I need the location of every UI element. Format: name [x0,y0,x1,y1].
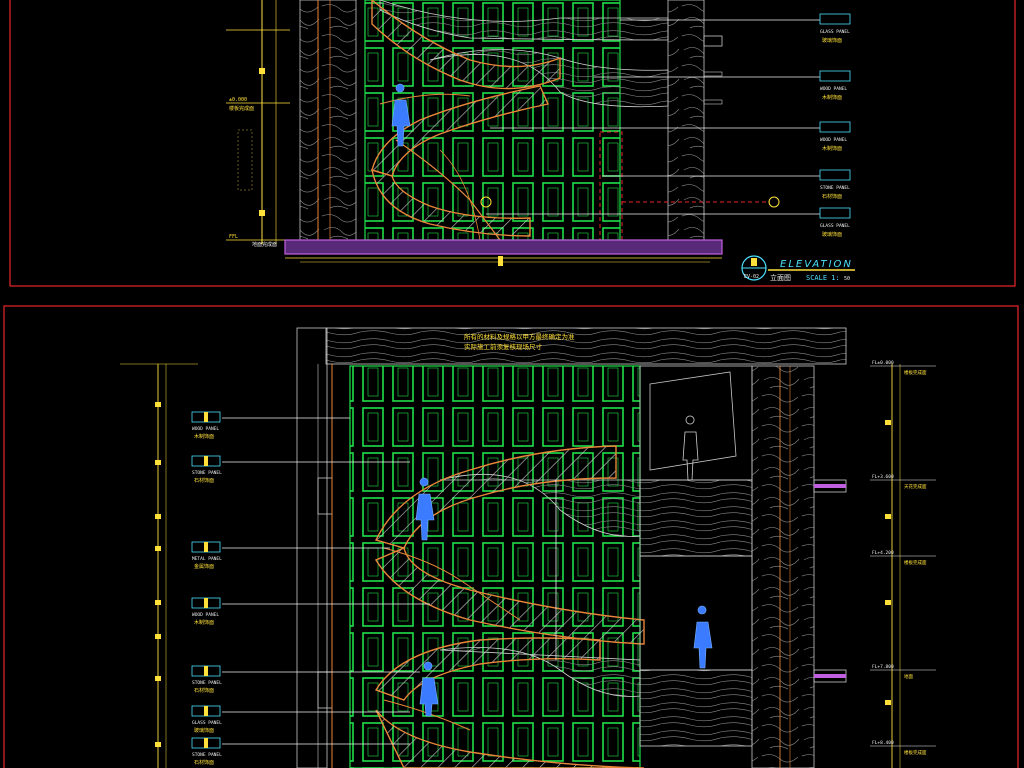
human-figure-top [391,83,411,147]
bottom-sheet: 所有的材料及规格以甲方最终确定为准 实际施工前须复核现场尺寸 [3,305,1019,768]
left-tag-6-code: GLASS PANEL [192,720,222,726]
top-note-1-desc: 楼板完成面 [229,105,254,112]
left-tag-3-desc: 金属饰面 [194,563,214,570]
elevation-subtitle: 立面图 [770,273,791,282]
human-figure-stair-1 [415,477,435,541]
level-3-code: FL+4.200 [872,550,894,556]
top-note-2-code: FFL [229,234,238,240]
level-4-code: FL+7.800 [872,664,894,670]
top-floor-slab [284,239,723,255]
right-level-labels: FL±0.000 楼板完成面 FL+3.600 天花完成面 FL+4.200 楼… [872,360,927,756]
elevation-title: ELEVATION [780,259,853,270]
top-tag-3-desc: 木制饰面 [822,145,842,152]
bottom-stair-flight-1 [375,445,617,549]
left-tag-3-code: METAL PANEL [192,556,222,562]
header-note-2: 实际施工前须复核现场尺寸 [464,342,543,351]
level-3-desc: 楼板完成面 [904,559,927,566]
top-tag-1-desc: 玻璃饰面 [822,37,842,44]
elevation-scale-value: 50 [844,276,850,282]
section-marker-top [480,196,492,208]
left-tag-5-code: STONE PANEL [192,680,222,686]
left-tag-2-desc: 石材饰面 [194,477,214,484]
bottom-sheet-frame [3,305,1019,768]
bottom-wood-slab-1 [639,479,753,557]
level-1-desc: 楼板完成面 [904,369,927,376]
right-stone-column [667,0,705,241]
top-sheet-frame [9,0,1016,287]
left-tag-5-desc: 石材饰面 [194,687,214,694]
top-right-tags: GLASS PANEL 玻璃饰面 WOOD PANEL 木制饰面 WOOD PA… [819,13,851,238]
human-figure-room-upper [682,415,699,481]
bottom-right-stone-column [751,365,815,768]
level-2-code: FL+3.600 [872,474,894,480]
level-5-desc: 楼板完成面 [904,749,927,756]
top-tag-5-code: GLASS PANEL [820,223,850,229]
left-stone-wall [299,0,357,241]
bottom-wood-slab-2 [639,669,753,747]
level-5-code: FL+8.400 [872,740,894,746]
stair-flight-lower [371,168,531,237]
human-figure-stair-2 [419,661,439,717]
top-note-2-desc: 地面完成面 [252,241,277,248]
top-tag-2-code: WOOD PANEL [820,86,847,92]
bottom-ceiling-slab [325,327,847,365]
left-tag-7-code: STONE PANEL [192,752,222,758]
bottom-left-tags: WOOD PANEL 木制饰面 STONE PANEL 石材饰面 METAL P… [191,411,222,766]
top-tag-4-code: STONE PANEL [820,185,850,191]
left-tag-2-code: STONE PANEL [192,470,222,476]
bottom-stair-flight-2 [374,547,645,645]
level-2-desc: 天花完成面 [904,483,927,490]
left-tag-1-desc: 木制饰面 [194,433,214,440]
left-tag-4-code: WOOD PANEL [192,612,219,618]
top-tag-4-desc: 石材饰面 [822,193,842,200]
top-note-1-code: ±0.000 [229,97,247,103]
human-figure-room-lower [693,605,713,669]
vertical-annotation-block [237,129,253,191]
top-tag-1-code: GLASS PANEL [820,29,850,35]
elevation-title-block: EV-02 ELEVATION 立面图 SCALE 1: 50 [741,255,855,282]
left-tag-6-desc: 玻璃饰面 [194,727,214,734]
elevation-tag-id: EV-02 [744,274,759,280]
top-tag-3-code: WOOD PANEL [820,137,847,143]
stair-flight-upper [371,0,561,90]
wood-band-upper [379,0,669,41]
level-4-desc: 地面 [904,673,913,680]
level-1-code: FL±0.000 [872,360,894,366]
top-sheet: ±0.000 楼板完成面 FFL 地面完成面 [9,0,1016,287]
left-tag-7-desc: 石材饰面 [194,759,214,766]
bottom-stair-flight-3 [374,637,601,701]
left-tag-4-desc: 木制饰面 [194,619,214,626]
bottom-stair-flight-4 [375,709,645,768]
elevation-scale-label: SCALE 1: [806,274,840,282]
top-tag-2-desc: 木制饰面 [822,94,842,101]
top-tag-5-desc: 玻璃饰面 [822,231,842,238]
left-tag-1-code: WOOD PANEL [192,426,219,432]
header-note-1: 所有的材料及规格以甲方最终确定为准 [464,332,575,341]
